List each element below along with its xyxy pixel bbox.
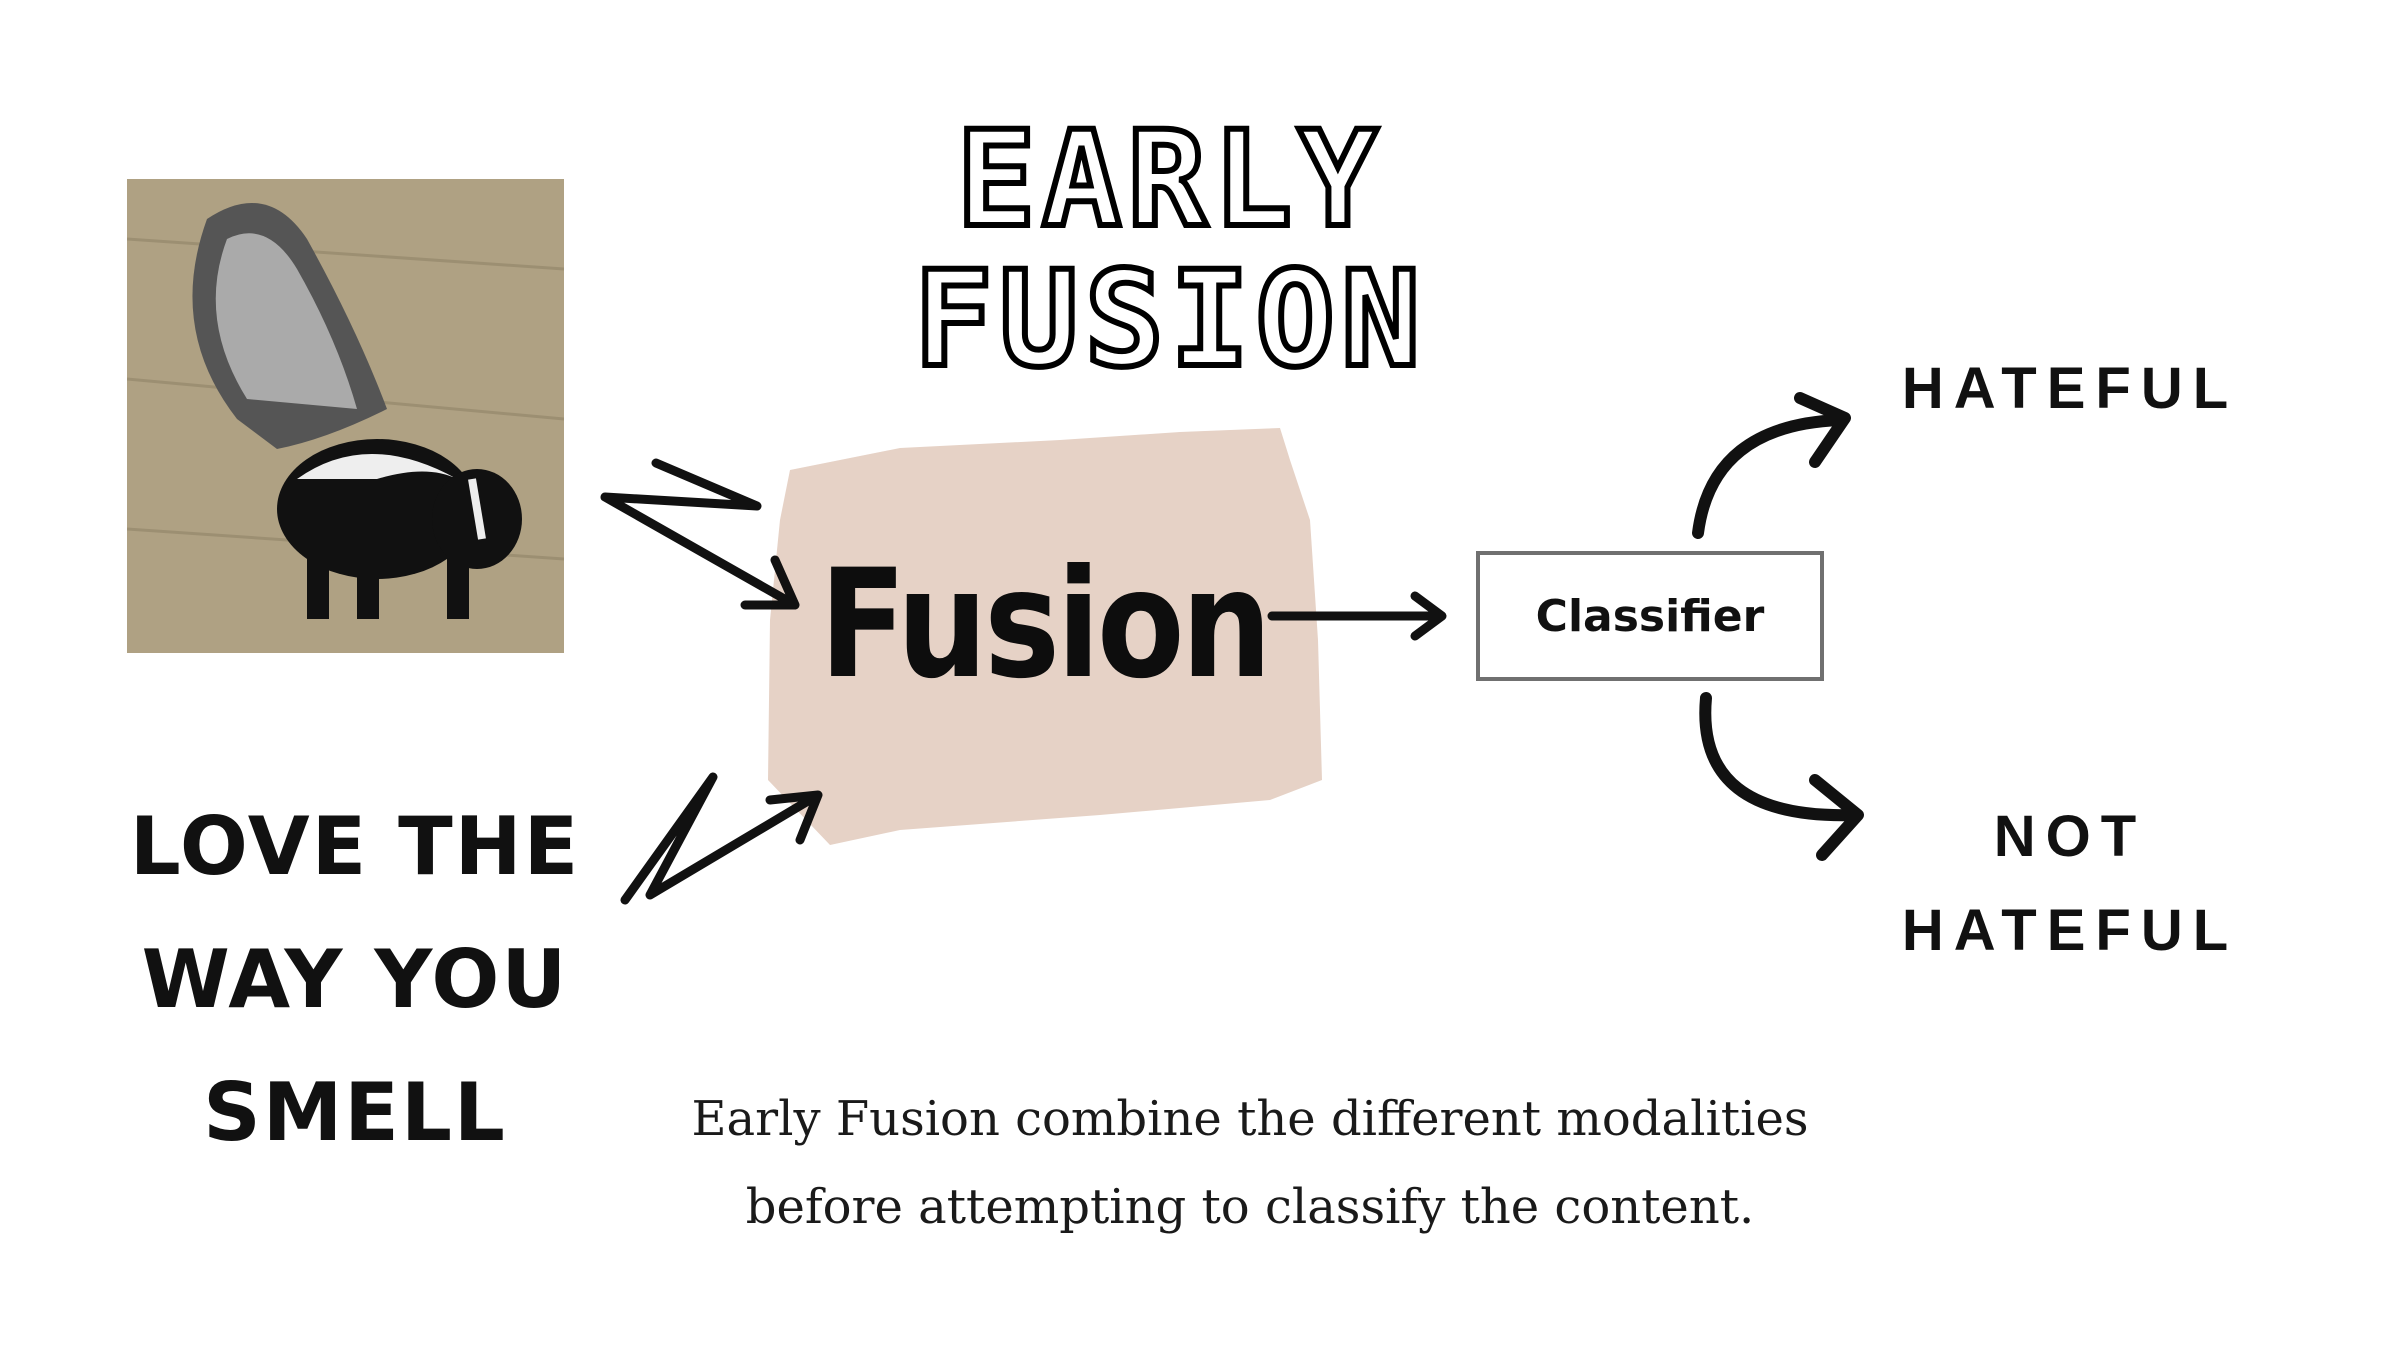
fusion-label: Fusion — [819, 538, 1271, 712]
hateful-label: HATEFUL — [1901, 356, 2239, 421]
page-title: EARLY FUSION — [911, 103, 1427, 397]
skunk-image — [127, 179, 564, 653]
classifier-box: Classifier — [1476, 551, 1824, 681]
not-hateful-line2: HATEFUL — [1901, 898, 2239, 963]
not-hateful-label: NOT HATEFUL — [1860, 790, 2280, 978]
fusion-box — [768, 428, 1322, 845]
caption: Early Fusion combine the different modal… — [560, 1075, 1940, 1251]
meme-line3: SMELL — [203, 1066, 507, 1159]
image-to-fusion-arrow — [600, 458, 800, 610]
fusion-to-classifier-arrow — [1267, 591, 1447, 641]
classifier-label: Classifier — [1535, 590, 1765, 642]
meme-line2: WAY YOU — [141, 933, 569, 1026]
meme-text: LOVE THE WAY YOU SMELL — [100, 780, 610, 1179]
caption-line2: before attempting to classify the conten… — [745, 1179, 1755, 1235]
meme-line1: LOVE THE — [129, 800, 581, 893]
not-hateful-line1: NOT — [1993, 804, 2147, 869]
caption-line1: Early Fusion combine the different modal… — [691, 1091, 1809, 1147]
to-not-hateful-arrow — [1699, 692, 1864, 861]
text-to-fusion-arrow — [620, 772, 823, 905]
to-hateful-arrow — [1692, 392, 1851, 539]
